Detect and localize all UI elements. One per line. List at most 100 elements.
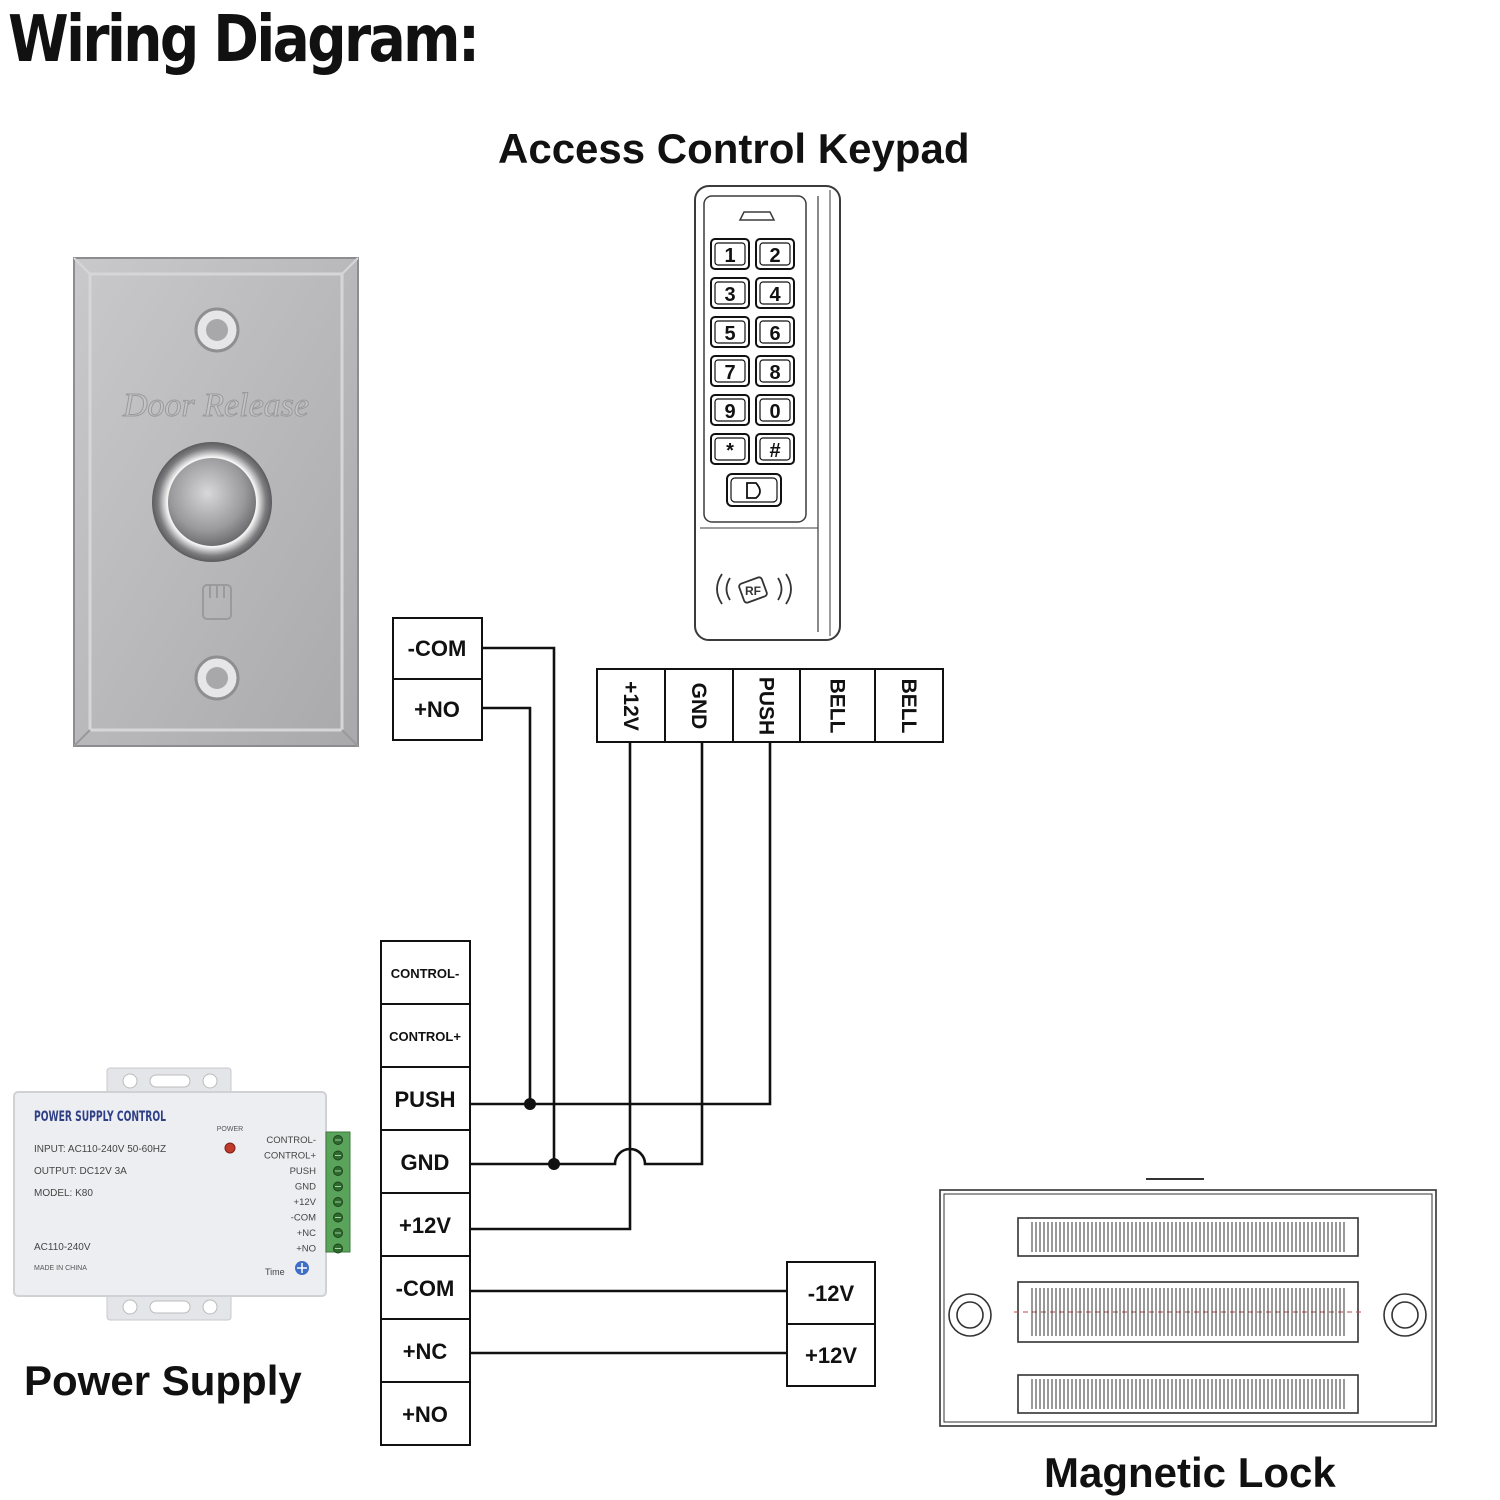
- ps-terminal-com: -COM: [380, 1255, 471, 1320]
- keypad-key-label: 6: [769, 323, 780, 345]
- ps-unit-terminal-label: -COM: [291, 1213, 316, 1224]
- keypad-terminal-label: PUSH: [755, 677, 778, 735]
- keypad-key-8[interactable]: 8: [755, 355, 795, 387]
- wire-keypad-push: [470, 742, 772, 1106]
- lock-terminal-label: -12V: [808, 1281, 855, 1306]
- ps-unit-terminal-label: CONTROL-: [266, 1135, 316, 1146]
- keypad-terminal-12v-0: +12V: [596, 668, 666, 743]
- ps-terminal-nc: +NC: [380, 1318, 471, 1383]
- keypad-terminal-label: +12V: [619, 681, 642, 731]
- magnetic-lock-terminal-block: -12V +12V: [786, 1261, 876, 1387]
- ps-terminal-gnd: GND: [380, 1129, 471, 1194]
- ps-terminal-label: +NO: [402, 1402, 448, 1427]
- keypad-key-4[interactable]: 4: [755, 277, 795, 309]
- door-release-plate: Door Release: [73, 257, 359, 747]
- page-title: Wiring Diagram:: [8, 3, 480, 77]
- power-supply-caption: Power Supply: [24, 1357, 302, 1404]
- exit-button[interactable]: [168, 458, 256, 546]
- ps-terminal-label: +NC: [403, 1339, 448, 1364]
- keypad-key-hash[interactable]: #: [755, 433, 795, 465]
- bell-key[interactable]: [726, 473, 782, 507]
- keypad-terminal-gnd-1: GND: [664, 668, 734, 743]
- keypad-key-label: 5: [724, 323, 735, 345]
- ps-unit-terminal-label: +NO: [296, 1244, 316, 1255]
- ps-terminal-label: CONTROL-: [391, 966, 460, 981]
- keypad-key-label: 9: [724, 401, 735, 423]
- ps-terminal-label: PUSH: [394, 1087, 455, 1112]
- hand-press-icon: [202, 584, 232, 620]
- ps-terminal-label: GND: [401, 1150, 450, 1175]
- keypad-key-7[interactable]: 7: [710, 355, 750, 387]
- ps-output-text: OUTPUT: DC12V 3A: [34, 1166, 127, 1177]
- keypad-terminal-bell-4: BELL: [874, 668, 944, 743]
- ps-input-text: INPUT: AC110-240V 50-60HZ: [34, 1144, 166, 1155]
- ps-ac-text: AC110-240V: [34, 1242, 91, 1253]
- keypad-key-3[interactable]: 3: [710, 277, 750, 309]
- magnetic-lock: [939, 1178, 1437, 1427]
- wire-door-com: [482, 646, 556, 1164]
- keypad-key-star[interactable]: *: [710, 433, 750, 465]
- ps-unit-terminal-label: GND: [295, 1182, 316, 1193]
- door-terminal-label: +NO: [414, 697, 460, 722]
- keypad-terminal-label: GND: [687, 683, 710, 730]
- keypad-key-1[interactable]: 1: [710, 238, 750, 270]
- door-terminal-label: -COM: [408, 636, 467, 661]
- junction-gnd: [548, 1158, 560, 1170]
- rf-label: RF: [745, 584, 761, 598]
- ps-unit-terminal-label: PUSH: [290, 1166, 317, 1177]
- ps-made-in-text: MADE IN CHINA: [34, 1265, 87, 1272]
- power-supply-unit: POWER SUPPLY CONTROL POWER INPUT: AC110-…: [13, 1067, 351, 1321]
- keypad-key-label: 8: [769, 362, 780, 384]
- wire-door-no: [482, 706, 532, 1104]
- ps-terminal-label: CONTROL+: [389, 1029, 461, 1044]
- keypad-key-2[interactable]: 2: [755, 238, 795, 270]
- power-supply-terminal-block: CONTROL- CONTROL+ PUSH GND +12V -COM +NC +NO: [380, 940, 471, 1446]
- power-led: [224, 1142, 236, 1154]
- wire-keypad-12v: [470, 742, 632, 1231]
- magnetic-lock-caption: Magnetic Lock: [1044, 1449, 1336, 1496]
- keypad-terminal-push-2: PUSH: [732, 668, 801, 743]
- lock-terminal-label: +12V: [805, 1343, 857, 1368]
- keypad-terminal-label: BELL: [897, 679, 920, 734]
- keypad-key-9[interactable]: 9: [710, 394, 750, 426]
- wire-keypad-gnd: [470, 742, 704, 1166]
- lock-terminal-12v: -12V: [786, 1261, 876, 1325]
- ps-unit-title: POWER SUPPLY CONTROL: [34, 1109, 166, 1125]
- ps-terminal-12v: +12V: [380, 1192, 471, 1257]
- keypad-key-label: 2: [769, 245, 780, 267]
- ps-terminal-label: -COM: [396, 1276, 455, 1301]
- ps-power-label: POWER: [217, 1126, 243, 1133]
- bell-icon: [746, 482, 761, 499]
- ps-unit-terminal-label: CONTROL+: [264, 1151, 316, 1162]
- keypad-key-label: 1: [724, 245, 735, 267]
- wires: [470, 646, 787, 1355]
- keypad-terminal-label: BELL: [826, 679, 849, 734]
- keypad-key-label: 0: [769, 401, 780, 423]
- keypad-key-label: #: [769, 440, 780, 462]
- ps-model-text: MODEL: K80: [34, 1188, 93, 1199]
- keypad-key-label: 7: [724, 362, 735, 384]
- keypad-terminal-bell-3: BELL: [799, 668, 876, 743]
- keypad-key-5[interactable]: 5: [710, 316, 750, 348]
- door-release-terminal-block: -COM +NO: [392, 617, 483, 741]
- lock-terminal-12v: +12V: [786, 1323, 876, 1387]
- keypad-key-label: *: [726, 440, 734, 462]
- keypad-terminal-block: +12V GND PUSH BELL BELL: [596, 668, 944, 743]
- door-release-plate-text: Door Release: [122, 387, 309, 424]
- door-terminal-no: +NO: [392, 678, 483, 741]
- ps-terminal-no: +NO: [380, 1381, 471, 1446]
- ps-terminal-label: +12V: [399, 1213, 451, 1238]
- ps-terminal-control: CONTROL+: [380, 1003, 471, 1068]
- keypad-caption: Access Control Keypad: [498, 125, 970, 172]
- ps-unit-terminal-label: +12V: [294, 1197, 317, 1208]
- door-terminal-com: -COM: [392, 617, 483, 680]
- keypad-key-6[interactable]: 6: [755, 316, 795, 348]
- ps-terminal-control: CONTROL-: [380, 940, 471, 1005]
- keypad-key-label: 3: [724, 284, 735, 306]
- rf-reader-icon: [716, 573, 792, 605]
- ps-unit-terminal-label: +NC: [297, 1228, 316, 1239]
- keypad-key-0[interactable]: 0: [755, 394, 795, 426]
- junction-push: [524, 1098, 536, 1110]
